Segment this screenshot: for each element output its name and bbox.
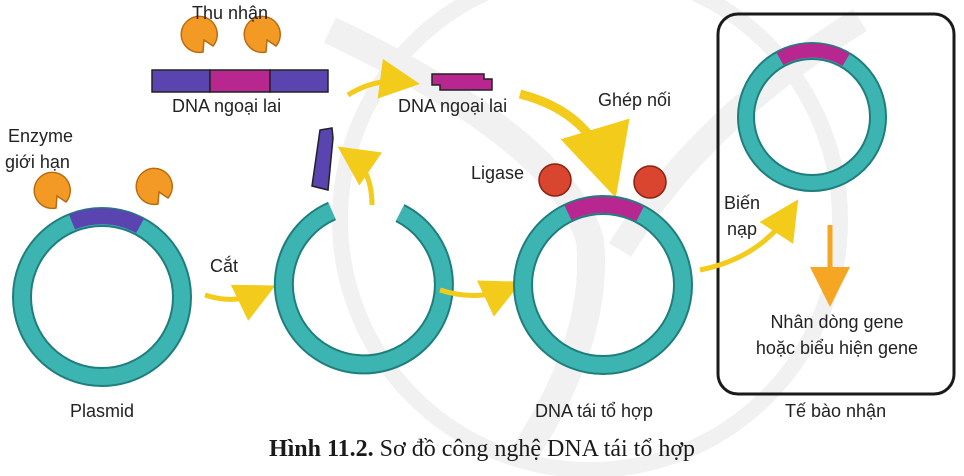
label-enzyme: Enzyme — [8, 126, 74, 146]
label-ligase: Ligase — [471, 163, 525, 183]
restriction-enzyme-icon — [180, 15, 218, 54]
excised-fragment — [311, 127, 334, 191]
label-nhan-dong-gene: Nhân dòng gene — [770, 312, 904, 332]
label-bieu-hien-gene: hoặc biểu hiện gene — [755, 338, 919, 358]
label-bien: Biến — [724, 193, 761, 213]
caption-number: Hình 11.2. — [268, 436, 374, 462]
label-dna-ngoai-lai-bar: DNA ngoại lai — [172, 96, 282, 116]
label-gioi-han: giới hạn — [5, 152, 70, 172]
recombinant-plasmid — [513, 195, 693, 375]
ligase-icon — [538, 163, 572, 197]
arrow-ligation — [518, 89, 630, 198]
label-te-bao-nhan: Tế bào nhận — [785, 401, 887, 421]
label-dna-ngoai-lai-fragment: DNA ngoại lai — [398, 96, 508, 116]
caption-text: Sơ đồ công nghệ DNA tái tổ hợp — [373, 436, 696, 462]
arrow-cut — [204, 284, 276, 321]
restriction-enzyme-icon — [243, 15, 281, 54]
label-plasmid: Plasmid — [70, 401, 135, 421]
label-nap: nạp — [727, 219, 758, 239]
plasmid-ring — [12, 207, 192, 387]
host-plasmid — [737, 42, 887, 192]
foreign-dna-fragment — [431, 73, 493, 91]
arrow-excise — [337, 146, 382, 206]
restriction-enzyme-icon — [33, 171, 71, 210]
label-ghep-noi: Ghép nối — [598, 90, 672, 110]
arrow-to-insert — [346, 58, 420, 99]
label-thu-nhan: Thu nhận — [192, 3, 269, 23]
host-cell-frame — [716, 12, 956, 396]
watermark — [323, 0, 867, 476]
ligase-icon — [633, 165, 667, 199]
arrow-to-recombinant — [439, 280, 522, 317]
figure-caption: Hình 11.2. Sơ đồ công nghệ DNA tái tổ hợ… — [0, 436, 964, 463]
arrow-transform — [699, 199, 799, 273]
foreign-dna-bar — [151, 69, 329, 93]
opened-plasmid — [273, 201, 454, 375]
label-dna-tai-to-hop: DNA tái tổ hợp — [535, 401, 653, 421]
restriction-enzyme-icon — [135, 167, 173, 206]
label-cat: Cắt — [210, 256, 239, 276]
